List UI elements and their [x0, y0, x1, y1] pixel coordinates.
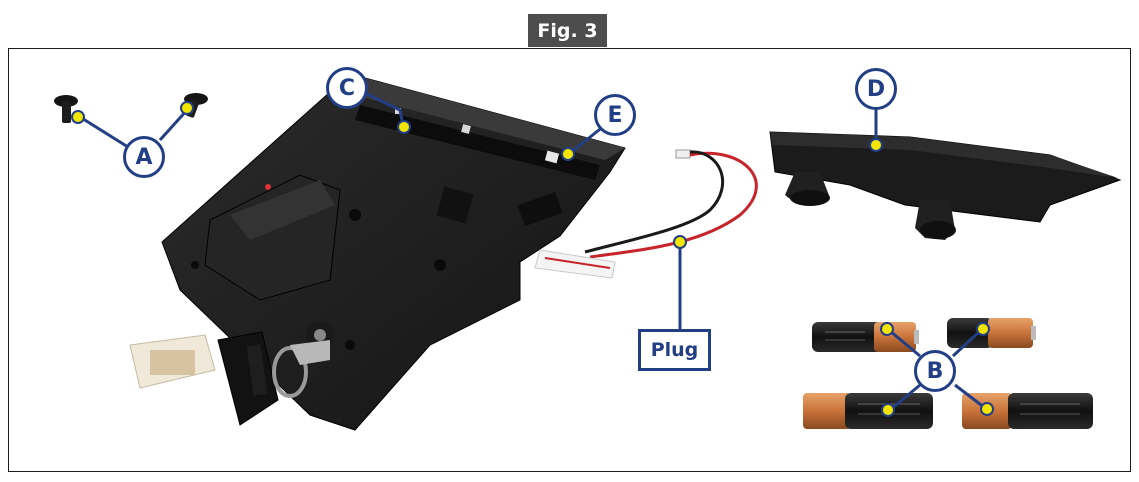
callout-a: A	[123, 136, 165, 178]
plug-wires	[534, 149, 758, 279]
callout-b: B	[914, 350, 956, 392]
figure-title: Fig. 3	[528, 14, 607, 47]
battery-bottom-left	[803, 393, 933, 429]
callout-c: C	[326, 67, 368, 109]
callout-e: E	[594, 94, 636, 136]
leader-b-top-right	[951, 329, 982, 358]
dot-plug	[673, 235, 687, 249]
dot-e	[561, 147, 575, 161]
leader-b-top-left	[889, 329, 921, 358]
dot-b-top-right	[976, 322, 990, 336]
dot-b-top-left	[880, 322, 894, 336]
dot-a-left	[71, 110, 85, 124]
cover-part-d	[769, 131, 1122, 240]
dot-b-bottom-left	[881, 403, 895, 417]
dot-c	[397, 120, 411, 134]
lock-and-keys	[129, 321, 334, 426]
leader-e	[569, 124, 605, 155]
leader-b-bottom-left	[889, 383, 921, 412]
dot-a-right	[180, 101, 194, 115]
leader-b-bottom-right	[954, 383, 986, 410]
dot-b-bottom-right	[980, 402, 994, 416]
figure-frame	[8, 48, 1131, 472]
battery-top-right	[947, 318, 1036, 348]
callout-d: D	[855, 68, 897, 110]
callout-dots	[71, 101, 994, 417]
battery-top-left	[812, 322, 919, 352]
leader-a-left	[79, 115, 129, 149]
screw-part-a-left	[54, 95, 78, 123]
callout-plug: Plug	[638, 329, 711, 371]
mounting-tray	[161, 77, 626, 431]
dot-d	[869, 138, 883, 152]
callout-leader-lines	[79, 92, 986, 412]
leader-a-right	[158, 107, 190, 142]
